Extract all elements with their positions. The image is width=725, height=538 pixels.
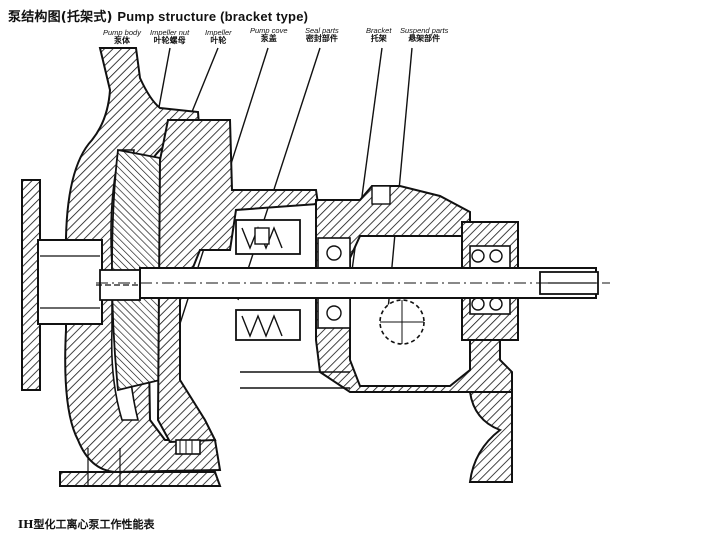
- label-bracket-en: Bracket: [366, 26, 392, 35]
- label-impeller: Impeller 叶轮: [205, 29, 232, 45]
- title-english: Pump structure (bracket type): [117, 9, 309, 24]
- label-pump-cover-zh: 泵盖: [260, 33, 277, 43]
- suction-flange: [21, 179, 103, 391]
- label-seal-parts-zh: 密封部件: [305, 33, 338, 43]
- oil-window: [379, 299, 425, 345]
- label-impeller-zh: 叶轮: [210, 35, 227, 45]
- impeller-part: [96, 148, 166, 392]
- label-pump-body: Pump body 泵体: [103, 29, 141, 45]
- label-bracket: Bracket 托架: [366, 27, 391, 43]
- diagram-title: 泵结构图(托架式) Pump structure (bracket type): [8, 6, 308, 25]
- label-impeller-en: Impeller: [205, 28, 232, 37]
- label-seal-parts: Seal parts 密封部件: [305, 27, 339, 43]
- label-pump-cover: Pump cove 泵盖: [250, 27, 288, 43]
- label-pump-body-en: Pump body: [103, 28, 141, 37]
- label-suspend-parts-zh: 悬架部件: [408, 33, 441, 43]
- bracket-part: [240, 185, 513, 393]
- support-foot: [59, 391, 513, 487]
- seal-chamber: [235, 219, 301, 341]
- label-impeller-nut-en: Impeller nut: [150, 28, 190, 37]
- label-suspend-parts-en: Suspend parts: [400, 26, 449, 35]
- title-chinese: 泵结构图(托架式): [8, 10, 113, 25]
- label-bracket-zh: 托架: [370, 33, 387, 43]
- pump-shaft: [96, 267, 610, 299]
- caption-text: IH型化工离心泵工作性能表: [18, 518, 155, 531]
- label-impeller-nut: Impeller nut 叶轮螺母: [150, 29, 189, 45]
- label-impeller-nut-zh: 叶轮螺母: [153, 35, 186, 45]
- cover-bolt: [175, 439, 201, 455]
- label-pump-cover-en: Pump cove: [250, 26, 288, 35]
- label-suspend-parts: Suspend parts 悬架部件: [400, 27, 448, 43]
- label-pump-body-zh: 泵体: [113, 35, 130, 45]
- label-seal-parts-en: Seal parts: [305, 26, 339, 35]
